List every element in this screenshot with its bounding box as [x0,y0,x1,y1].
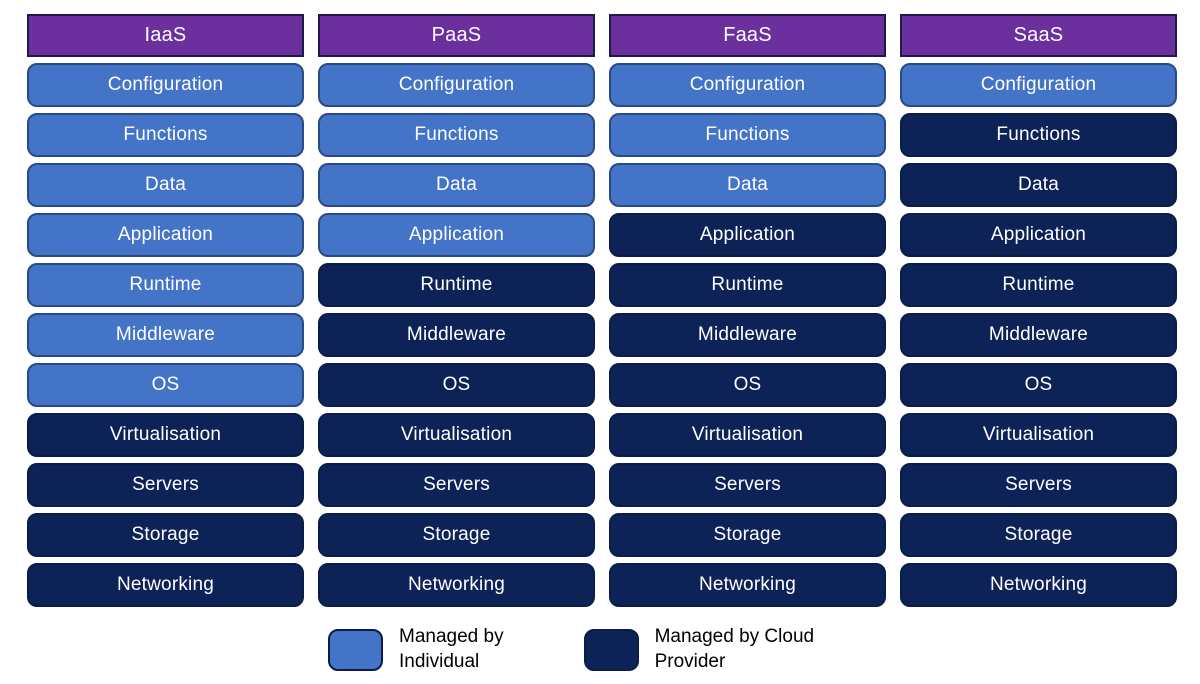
layer-box: Data [27,163,304,207]
layer-box: Runtime [27,263,304,307]
column-faas: FaaS Configuration Functions Data Applic… [609,14,886,607]
layer-box: Functions [900,113,1177,157]
legend-label-line: Managed by [399,626,504,647]
layer-box: OS [27,363,304,407]
provider-swatch-icon [583,628,639,671]
column-header-paas: PaaS [318,14,595,57]
column-header-saas: SaaS [900,14,1177,57]
layer-box: Configuration [900,63,1177,107]
layer-box: Storage [318,513,595,557]
layer-box: Middleware [609,313,886,357]
layer-box: Networking [318,563,595,607]
layer-box: Configuration [609,63,886,107]
layer-box: Functions [27,113,304,157]
layer-box: Servers [318,463,595,507]
column-iaas: IaaS Configuration Functions Data Applic… [27,14,304,607]
layer-box: Virtualisation [27,413,304,457]
layer-box: Data [900,163,1177,207]
layer-box: Networking [900,563,1177,607]
layer-box: Servers [900,463,1177,507]
layer-box: Functions [318,113,595,157]
layer-box: Runtime [900,263,1177,307]
service-model-diagram: IaaS Configuration Functions Data Applic… [27,14,1177,607]
layer-box: Data [318,163,595,207]
layer-box: Middleware [318,313,595,357]
layer-box: Servers [27,463,304,507]
legend-label-line: Managed by Cloud [654,626,815,647]
layer-box: Runtime [318,263,595,307]
column-saas: SaaS Configuration Functions Data Applic… [900,14,1177,607]
layer-box: Application [318,213,595,257]
column-header-faas: FaaS [609,14,886,57]
layer-box: Virtualisation [900,413,1177,457]
legend: Managed by Individual Managed by Cloud P… [328,625,1200,674]
layer-box: Networking [27,563,304,607]
column-header-iaas: IaaS [27,14,304,57]
layer-box: OS [609,363,886,407]
layer-box: Configuration [27,63,304,107]
legend-label-individual: Managed by Individual [399,625,504,674]
layer-box: Virtualisation [609,413,886,457]
column-paas: PaaS Configuration Functions Data Applic… [318,14,595,607]
legend-label-line: Provider [654,650,726,672]
layer-box: Servers [609,463,886,507]
individual-swatch-icon [328,628,383,671]
layer-box: OS [318,363,595,407]
layer-box: OS [900,363,1177,407]
layer-box: Networking [609,563,886,607]
layer-box: Virtualisation [318,413,595,457]
layer-box: Storage [27,513,304,557]
layer-box: Middleware [900,313,1177,357]
layer-box: Storage [609,513,886,557]
layer-box: Data [609,163,886,207]
layer-box: Middleware [27,313,304,357]
layer-box: Application [27,213,304,257]
legend-label-provider: Managed by Cloud Provider [655,625,815,674]
layer-box: Runtime [609,263,886,307]
layer-box: Storage [900,513,1177,557]
layer-box: Application [900,213,1177,257]
legend-label-line: Individual [399,650,480,672]
layer-box: Configuration [318,63,595,107]
layer-box: Application [609,213,886,257]
layer-box: Functions [609,113,886,157]
legend-item-provider: Managed by Cloud Provider [583,625,815,674]
legend-item-individual: Managed by Individual [328,625,504,674]
